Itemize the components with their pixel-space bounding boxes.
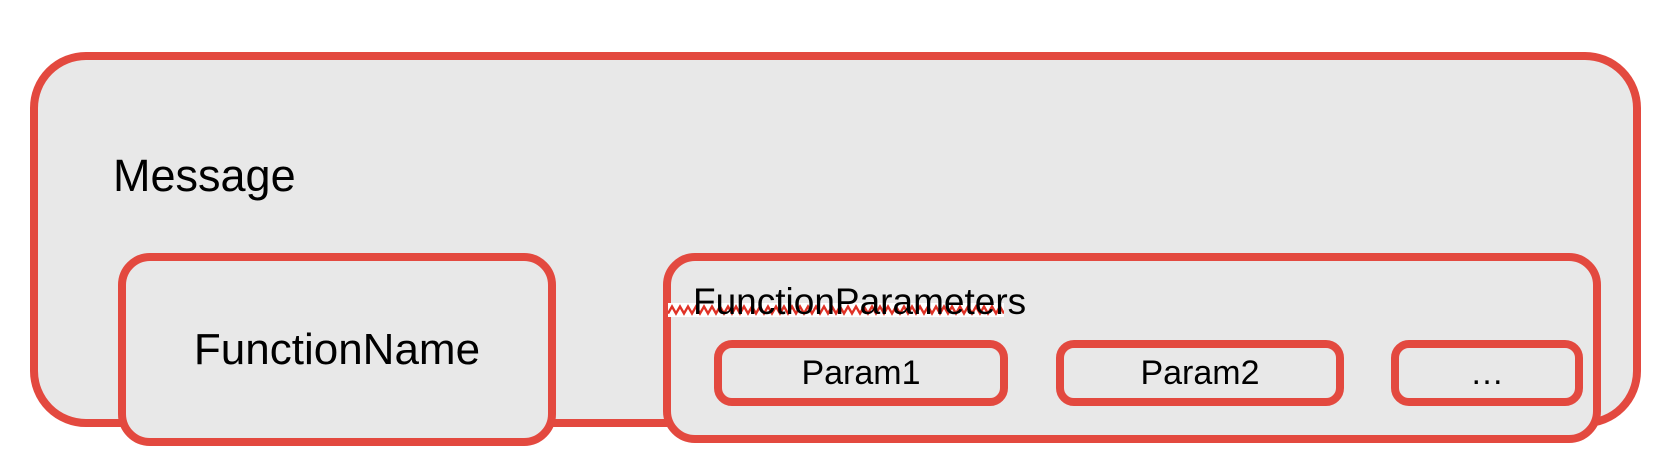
function-name-label: FunctionName: [193, 324, 481, 374]
function-name-box: FunctionName: [118, 253, 556, 446]
function-parameters-box: FunctionParameters Param1 Param2 …: [663, 253, 1601, 443]
squiggle-wave: [668, 304, 1004, 316]
param2-box: Param2: [1056, 340, 1344, 406]
param1-box: Param1: [714, 340, 1008, 406]
param2-label: Param2: [1140, 353, 1260, 392]
spellcheck-squiggle-underline: [668, 303, 1004, 317]
ellipsis-label: …: [1470, 353, 1504, 392]
message-label: Message: [113, 150, 296, 201]
param1-label: Param1: [801, 353, 921, 392]
message-box: Message FunctionName FunctionParameters …: [30, 52, 1641, 446]
function-parameters-label: FunctionParameters: [693, 281, 1027, 322]
ellipsis-box: …: [1391, 340, 1583, 406]
